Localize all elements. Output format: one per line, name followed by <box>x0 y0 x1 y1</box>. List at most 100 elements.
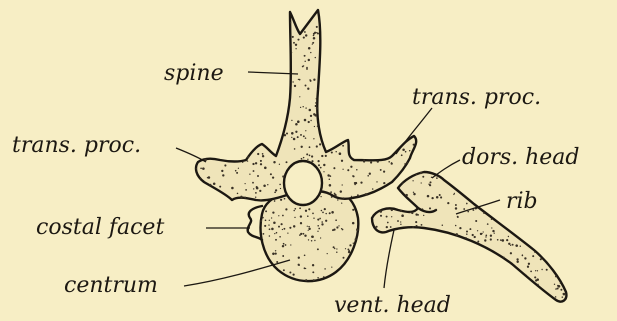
stipple-dot <box>286 161 288 163</box>
stipple-dot <box>555 275 557 277</box>
stipple-dot <box>209 184 211 186</box>
stipple-dot <box>308 208 310 210</box>
stipple-dot <box>311 240 313 242</box>
stipple-dot <box>516 258 518 260</box>
stipple-dot <box>260 199 261 200</box>
stipple-dot <box>485 235 487 237</box>
stipple-dot <box>562 296 564 298</box>
stipple-dot <box>541 269 542 270</box>
stipple-dot <box>293 42 295 44</box>
stipple-dot <box>322 212 324 214</box>
stipple-dot <box>300 215 302 217</box>
stipple-dot <box>304 55 306 57</box>
stipple-dot <box>537 270 538 271</box>
stipple-dot <box>386 226 388 228</box>
stipple-dot <box>469 228 471 230</box>
stipple-dot <box>351 196 352 197</box>
label-centrum: centrum <box>64 273 158 298</box>
stipple-dot <box>405 194 407 196</box>
stipple-dot <box>308 228 310 230</box>
stipple-dot <box>411 212 413 214</box>
stipple-dot <box>278 226 280 228</box>
stipple-dot <box>340 190 342 192</box>
stipple-dot <box>466 233 468 235</box>
label-dors-head: dors. head <box>462 145 580 170</box>
stipple-dot <box>563 293 566 296</box>
stipple-dot <box>293 225 295 227</box>
stipple-dot <box>299 79 301 81</box>
stipple-dot <box>372 188 374 190</box>
stipple-dot <box>255 162 257 164</box>
stipple-dot <box>274 191 276 193</box>
stipple-dot <box>397 220 399 222</box>
stipple-dot <box>343 257 345 259</box>
stipple-dot <box>410 211 412 213</box>
stipple-dot <box>305 130 306 131</box>
stipple-dot <box>391 162 392 163</box>
stipple-dot <box>436 196 439 199</box>
stipple-dot <box>353 243 354 244</box>
stipple-dot <box>272 176 274 178</box>
stipple-dot <box>305 279 307 281</box>
stipple-dot <box>303 157 304 158</box>
stipple-dot <box>294 85 296 87</box>
stipple-dot <box>415 221 417 223</box>
stipple-dot <box>429 181 431 183</box>
stipple-dot <box>290 244 291 245</box>
stipple-dot <box>262 153 264 155</box>
stipple-dot <box>316 98 317 99</box>
stipple-dot <box>295 44 297 46</box>
stipple-dot <box>305 34 307 36</box>
stipple-dot <box>380 210 383 213</box>
stipple-dot <box>318 164 320 166</box>
stipple-dot <box>455 225 457 227</box>
stipple-dot <box>490 235 492 237</box>
stipple-dot <box>301 158 303 160</box>
stipple-dot <box>313 217 314 218</box>
stipple-dot <box>357 194 359 196</box>
stipple-dot <box>284 198 286 200</box>
stipple-dot <box>315 105 317 107</box>
stipple-dot <box>312 271 314 273</box>
stipple-dot <box>490 238 492 240</box>
stipple-dot <box>264 167 267 170</box>
stipple-dot <box>299 234 301 236</box>
stipple-dot <box>313 35 315 37</box>
stipple-dot <box>298 257 300 259</box>
stipple-dot <box>274 233 275 234</box>
stipple-dot <box>341 228 342 229</box>
stipple-dot <box>295 131 297 133</box>
stipple-dot <box>308 47 311 50</box>
stipple-dot <box>319 143 321 145</box>
stipple-dot <box>516 260 518 262</box>
stipple-dot <box>235 170 237 172</box>
stipple-dot <box>463 208 465 210</box>
stipple-dot <box>313 138 314 139</box>
stipple-dot <box>240 196 242 198</box>
stipple-dot <box>353 175 355 177</box>
stipple-dot <box>308 59 310 61</box>
stipple-dot <box>253 188 254 189</box>
stipple-dot <box>317 125 319 127</box>
stipple-dot <box>427 195 430 198</box>
stipple-dot <box>323 164 325 166</box>
stipple-dot <box>298 264 300 266</box>
stipple-dot <box>560 283 561 284</box>
stipple-dot <box>416 174 418 176</box>
stipple-dot <box>313 79 315 81</box>
stipple-dot <box>453 194 454 195</box>
stipple-dot <box>475 220 477 222</box>
stipple-dot <box>467 211 469 213</box>
stipple-dot <box>366 193 368 195</box>
stipple-dot <box>259 190 261 192</box>
stipple-dot <box>336 226 338 228</box>
stipple-dot <box>324 208 326 210</box>
stipple-dot <box>282 229 283 230</box>
stipple-dot <box>320 196 321 197</box>
stipple-dot <box>336 248 337 249</box>
stipple-dot <box>560 289 562 291</box>
stipple-dot <box>269 235 271 237</box>
leader-trans-proc-left <box>176 148 206 162</box>
stipple-dot <box>352 222 355 225</box>
stipple-dot <box>279 184 281 186</box>
